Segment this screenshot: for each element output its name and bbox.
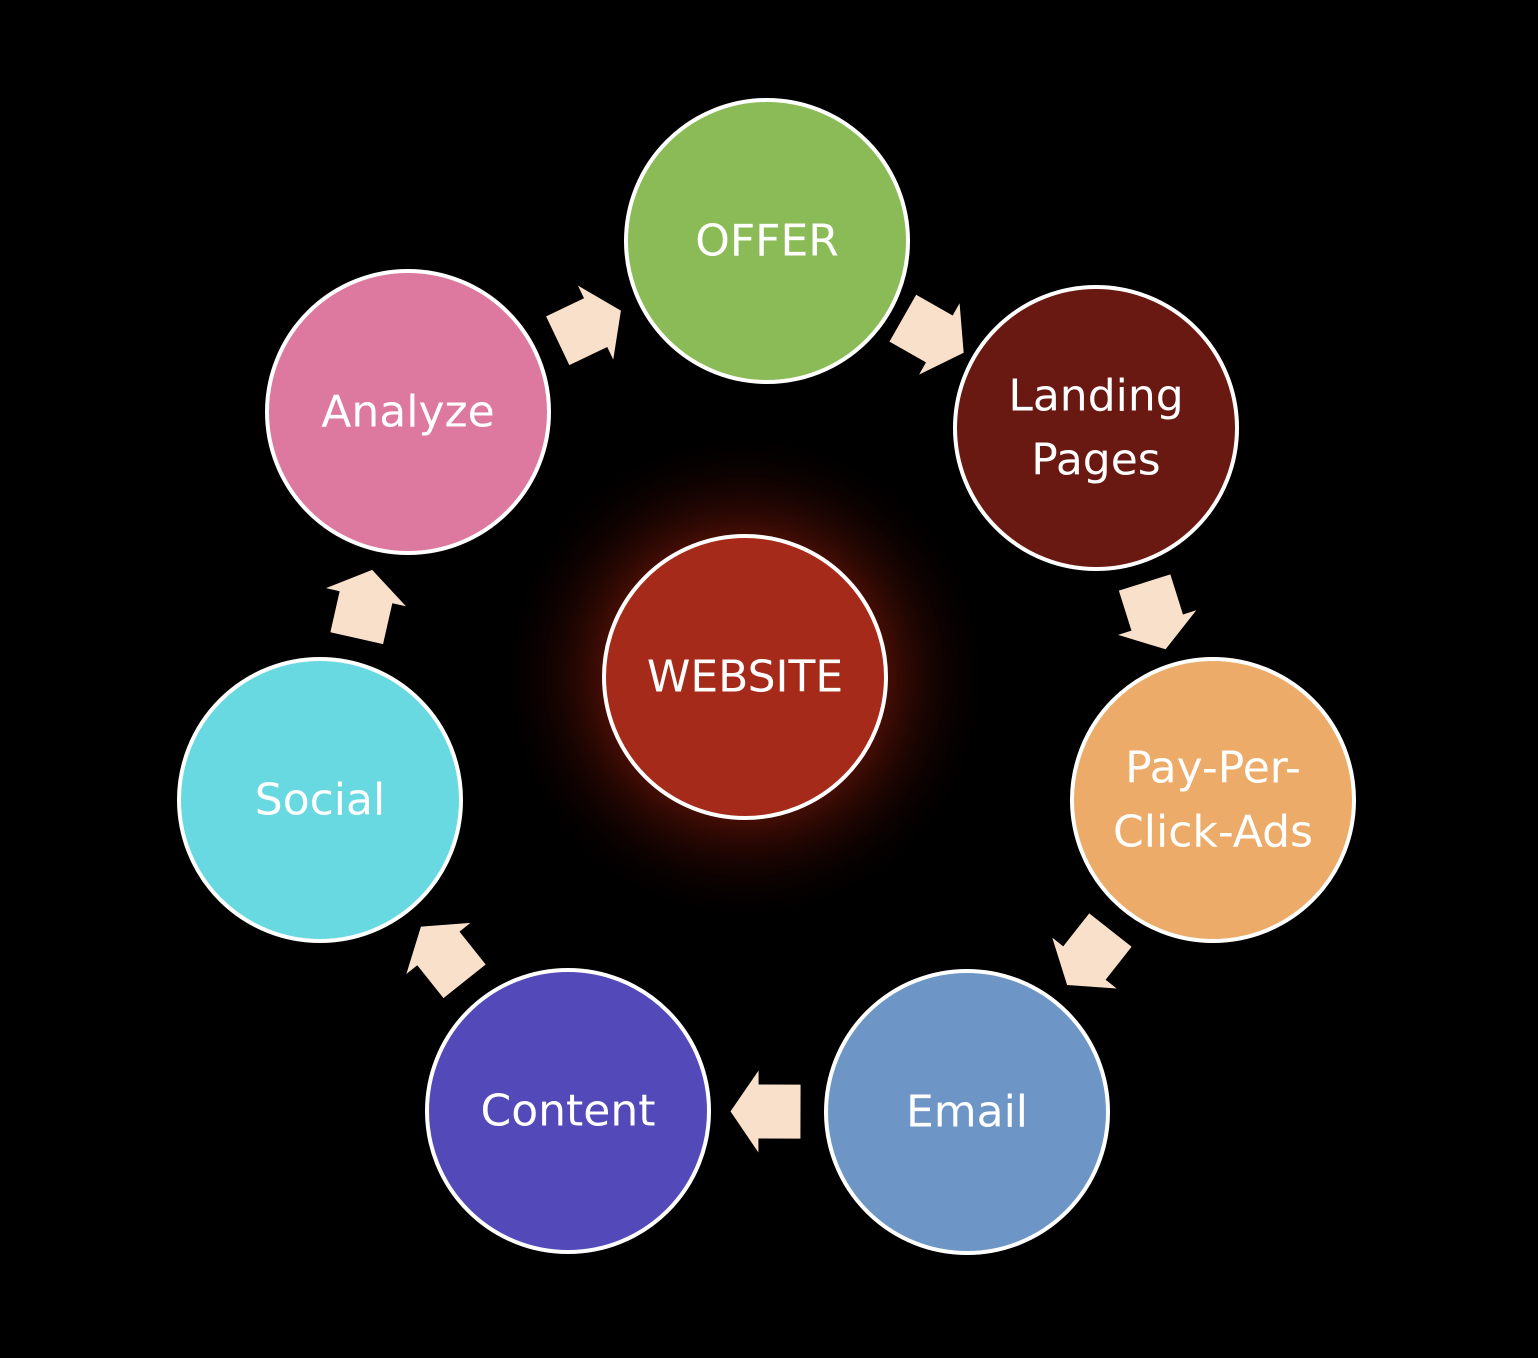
node-label-landing-pages-line-1: Landing [1008,371,1183,422]
node-analyze: Analyze [265,269,551,555]
node-offer: OFFER [624,98,910,384]
cycle-arrow-content-to-social [406,922,486,999]
node-label-analyze: Analyze [321,387,494,438]
node-email: Email [824,969,1110,1255]
arrow-icon [1118,574,1197,650]
node-circle-content [425,968,711,1254]
center-node-website: WEBSITE [602,534,888,820]
arrows-layer [326,285,1197,1153]
cycle-arrow-social-to-analyze [326,569,406,645]
arrow-icon [1052,913,1132,989]
cycle-arrow-email-to-content [730,1070,801,1153]
node-social: Social [177,657,463,943]
cycle-arrow-pay-per-click-ads-to-email [1052,913,1132,989]
node-label-pay-per-click-ads-line-1: Pay-Per- [1125,743,1301,794]
arrow-icon [546,285,621,366]
node-circle-analyze [265,269,551,555]
arrow-icon [406,922,486,999]
arrow-icon [326,569,406,645]
cycle-arrow-offer-to-landing-pages [889,294,964,375]
center-label: WEBSITE [647,652,843,703]
cycle-arrow-analyze-to-offer [546,285,621,366]
arrow-icon [730,1070,801,1153]
node-pay-per-click-ads: Pay-Per- Click-Ads [1070,657,1356,943]
node-circle-pay-per-click-ads [1070,657,1356,943]
center-circle [602,534,888,820]
node-circle-social [177,657,463,943]
node-circle-email [824,969,1110,1255]
node-content: Content [425,968,711,1254]
node-circle-offer [624,98,910,384]
node-label-content: Content [481,1086,656,1137]
cycle-arrow-landing-pages-to-pay-per-click-ads [1118,574,1197,650]
node-label-email: Email [906,1087,1028,1138]
node-circle-landing-pages [953,285,1239,571]
node-label-pay-per-click-ads-line-2: Click-Ads [1113,807,1313,858]
node-label-landing-pages-line-2: Pages [1031,435,1160,486]
arrow-icon [889,294,964,375]
node-label-offer: OFFER [695,216,839,267]
node-label-social: Social [255,775,385,826]
